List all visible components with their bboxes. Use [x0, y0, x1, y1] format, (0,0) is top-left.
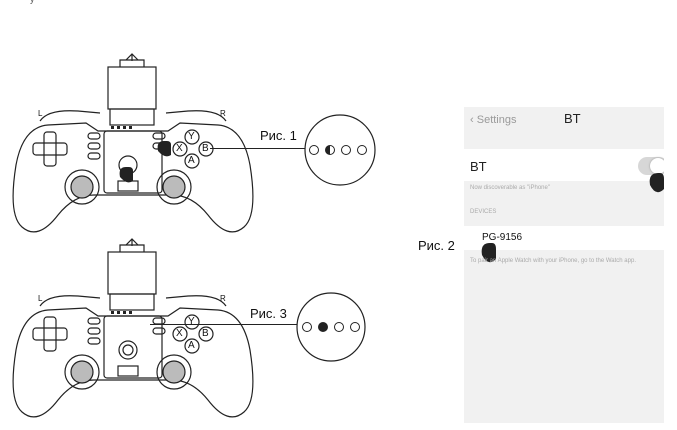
device-name: PG-9156	[482, 232, 523, 243]
back-button[interactable]: ‹ Settings	[470, 114, 517, 126]
button-b-label: B	[202, 143, 209, 154]
fig1-leader-line	[210, 148, 306, 149]
hand-pointer-icon	[481, 243, 496, 263]
phone-bluetooth-screen: ‹ Settings BT BT Now discoverable as "iP…	[464, 107, 664, 423]
phone-nav-bar: ‹ Settings BT	[464, 107, 664, 137]
bluetooth-row: BT	[464, 149, 664, 181]
button-a-label: A	[188, 340, 195, 351]
fig1-label: Рис. 1	[260, 128, 297, 143]
button-y-label: Y	[188, 131, 195, 142]
bluetooth-toggle[interactable]	[638, 157, 664, 175]
discoverable-note: Now discoverable as "iPhone"	[470, 185, 550, 191]
fig3-indicator	[296, 292, 366, 362]
shoulder-left-label: L	[38, 109, 43, 118]
hand-pointer-icon	[649, 173, 664, 193]
cropped-header-text: ӯ ̄ ̄ ̄ ̄ ̄	[30, 0, 59, 4]
button-x-label: X	[176, 328, 183, 339]
button-y-label: Y	[188, 316, 195, 327]
devices-header: DEVICES	[470, 209, 497, 215]
shoulder-right-label: R	[220, 109, 226, 118]
button-b-label: B	[202, 328, 209, 339]
fig3-leader-line	[150, 324, 298, 325]
pair-note: To pair an Apple Watch with your iPhone,…	[470, 258, 636, 264]
device-row[interactable]: PG-9156	[464, 226, 664, 250]
shoulder-right-label: R	[220, 294, 226, 303]
fig1-indicator	[304, 114, 376, 186]
button-x-label: X	[176, 143, 183, 154]
bluetooth-label: BT	[470, 159, 487, 174]
button-a-label: A	[188, 155, 195, 166]
gamepad-top: L R Y X B A	[8, 45, 258, 240]
shoulder-left-label: L	[38, 294, 43, 303]
fig3-label: Рис. 3	[250, 306, 287, 321]
toggle-knob	[650, 158, 664, 174]
fig2-label: Рис. 2	[418, 238, 455, 253]
back-label: Settings	[476, 114, 517, 126]
gamepad-bottom: L R Y X B A	[8, 230, 258, 425]
phone-title: BT	[564, 111, 581, 126]
